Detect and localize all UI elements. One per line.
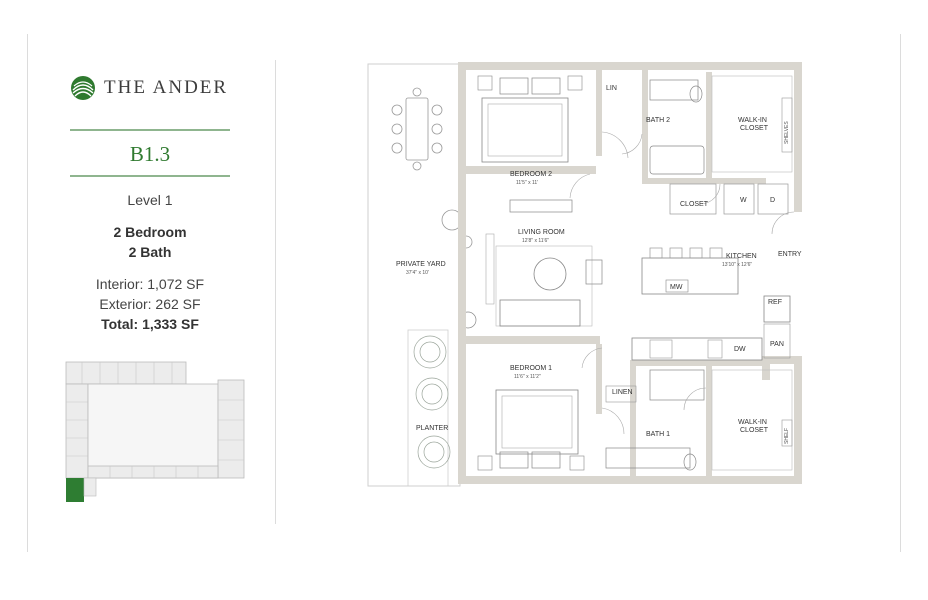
living-label: LIVING ROOM	[518, 229, 565, 236]
right-divider	[900, 34, 901, 552]
kitchen-label: KITCHEN	[726, 253, 757, 260]
walkin-bottom-label: WALK-IN	[738, 419, 767, 426]
floor-plan: BEDROOM 2 11'5" x 11' LIN BATH 2 WALK-IN…	[367, 62, 802, 487]
brand-name: THE ANDER	[104, 77, 229, 98]
leaf-logo-icon	[71, 76, 95, 100]
left-divider	[27, 34, 28, 552]
shelves-label: SHELVES	[784, 121, 790, 144]
bedroom1-dims: 11'6" x 11'2"	[514, 374, 541, 380]
brand: THE ANDER	[70, 74, 232, 102]
bath1-label: BATH 1	[646, 431, 670, 438]
bedroom-count: 2 Bedroom	[113, 224, 187, 240]
private-yard-dims: 37'4" x 10'	[406, 270, 429, 276]
walkin-top-label: WALK-IN	[738, 117, 767, 124]
unit-name: B1.3	[129, 142, 171, 166]
bath-count: 2 Bath	[128, 244, 172, 260]
planter-label: PLANTER	[416, 425, 448, 432]
ref-label: REF	[768, 299, 782, 306]
private-yard-label: PRIVATE YARD	[396, 261, 446, 268]
washer-label: W	[740, 197, 747, 204]
walkin-bottom-label-2: CLOSET	[740, 427, 769, 434]
pan-label: PAN	[770, 341, 784, 348]
bedroom1-label: BEDROOM 1	[510, 365, 552, 372]
entry-label: ENTRY	[778, 251, 802, 258]
linen-label: LINEN	[612, 389, 633, 396]
lin-label: LIN	[606, 85, 617, 92]
walkin-top-label-2: CLOSET	[740, 125, 769, 132]
living-dims: 12'8" x 11'6"	[522, 238, 549, 244]
sidebar-divider	[275, 60, 276, 524]
total-area: Total: 1,333 SF	[101, 316, 199, 332]
dryer-label: D	[770, 197, 775, 204]
mw-label: MW	[670, 284, 683, 291]
dw-label: DW	[734, 346, 746, 353]
bath2-label: BATH 2	[646, 117, 670, 124]
title-rule-top	[70, 129, 230, 131]
bedroom2-label: BEDROOM 2	[510, 171, 552, 178]
title-rule-bottom	[70, 175, 230, 177]
exterior-area: Exterior: 262 SF	[99, 296, 201, 312]
highlighted-unit	[66, 478, 84, 502]
closet-label: CLOSET	[680, 201, 709, 208]
shelf-label: SHELF	[784, 428, 790, 444]
kitchen-dims: 13'10" x 12'6"	[722, 262, 752, 268]
key-plan	[65, 361, 245, 502]
bedroom2-dims: 11'5" x 11'	[516, 180, 538, 186]
interior-area: Interior: 1,072 SF	[95, 276, 205, 292]
level: Level 1	[127, 192, 173, 208]
